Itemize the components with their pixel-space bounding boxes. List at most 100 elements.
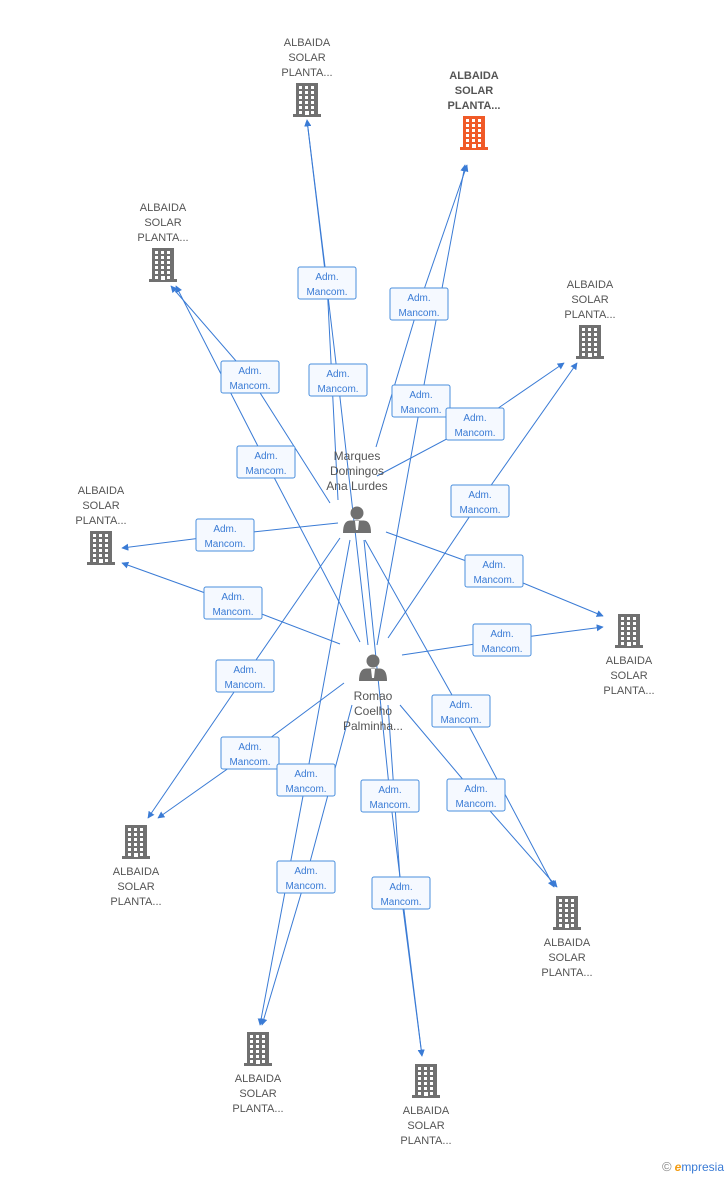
- edge-label-background: [297, 266, 357, 300]
- company-name-line: PLANTA...: [281, 67, 332, 79]
- person-name-line: Palminha...: [343, 719, 403, 733]
- company-name-line: PLANTA...: [603, 685, 654, 697]
- copyright-symbol: ©: [662, 1159, 672, 1174]
- edge-label-box[interactable]: Adm. Mancom.: [220, 360, 280, 394]
- edge-label-background: [446, 778, 506, 812]
- edge-label-line: Adm.: [468, 490, 491, 501]
- company-node[interactable]: ALBAIDASOLARPLANTA...: [110, 825, 162, 908]
- company-node[interactable]: ALBAIDASOLARPLANTA...: [232, 1032, 284, 1115]
- edge-label-box[interactable]: Adm.Mancom.: [446, 778, 506, 812]
- edge-label-box[interactable]: Adm. Mancom.: [464, 554, 524, 588]
- edge-p1-c1[interactable]: [304, 119, 339, 501]
- building-icon: [553, 896, 581, 930]
- edges-layer: [121, 119, 604, 1057]
- company-name-line: PLANTA...: [400, 1135, 451, 1147]
- edge-label-line: Adm.: [238, 366, 261, 377]
- edge-label-box[interactable]: Adm. Mancom.: [215, 659, 275, 693]
- edge-label-background: [445, 407, 505, 441]
- edge-label-background: [215, 659, 275, 693]
- edge-label-line: Adm.: [378, 785, 401, 796]
- company-node[interactable]: ALBAIDA SOLAR PLANTA...: [137, 202, 189, 282]
- edge-label-line: Adm.: [294, 769, 317, 780]
- edge-label-box[interactable]: Adm.Mancom.: [472, 623, 532, 657]
- edge-label-line: Adm.: [326, 369, 349, 380]
- company-name-line: SOLAR: [144, 217, 181, 229]
- edge-label-background: [391, 384, 451, 418]
- company-name-line: ALBAIDA: [403, 1105, 450, 1117]
- edge-label-box[interactable]: Adm.Mancom.: [236, 445, 296, 479]
- person-node[interactable]: RomaoCoelhoPalminha...: [343, 654, 403, 734]
- edge-label-box[interactable]: Adm.Mancom.: [389, 287, 449, 321]
- edge-label-line: Mancom.: [285, 881, 326, 892]
- edge-line: [304, 119, 339, 501]
- edge-label-background: [360, 779, 420, 813]
- building-icon: [576, 325, 604, 359]
- company-node[interactable]: ALBAIDASOLARPLANTA...: [564, 279, 616, 359]
- person-name-line: Marques: [334, 449, 381, 463]
- company-node[interactable]: ALBAIDASOLARPLANTA...: [448, 70, 501, 150]
- building-icon: [460, 116, 488, 150]
- company-node[interactable]: ALBAIDASOLARPLANTA...: [603, 614, 655, 697]
- edge-label-line: Mancom.: [440, 715, 481, 726]
- edge-label-box[interactable]: Adm.Mancom.: [276, 860, 336, 894]
- edge-label-box[interactable]: Adm.Mancom.: [391, 384, 451, 418]
- person-icon: [359, 654, 387, 681]
- edge-label-box[interactable]: Adm.Mancom.: [308, 363, 368, 397]
- company-node[interactable]: ALBAIDASOLARPLANTA...: [400, 1064, 452, 1147]
- edge-label-box[interactable]: Adm. Mancom.: [431, 694, 491, 728]
- edge-label-line: Mancom.: [229, 757, 270, 768]
- edge-label-box[interactable]: Adm.Mancom.: [297, 266, 357, 300]
- edge-label-line: Adm.: [389, 882, 412, 893]
- company-node[interactable]: ALBAIDASOLARPLANTA...: [541, 896, 593, 979]
- building-icon: [293, 83, 321, 117]
- company-name-line: ALBAIDA: [140, 202, 187, 214]
- company-node[interactable]: ALBAIDASOLARPLANTA...: [75, 485, 127, 565]
- brand-watermark: ©empresia: [662, 1159, 724, 1174]
- edge-label-box[interactable]: Adm.Mancom.: [371, 876, 431, 910]
- edge-label-line: Adm.: [238, 742, 261, 753]
- company-node[interactable]: ALBAIDASOLARPLANTA...: [281, 37, 333, 117]
- edge-label-box[interactable]: Adm.Mancom.: [203, 586, 263, 620]
- person-name-line: Romao: [354, 689, 393, 703]
- edge-label-background: [464, 554, 524, 588]
- person-name-line: Domingos: [330, 464, 384, 478]
- edge-label-line: Mancom.: [369, 800, 410, 811]
- edge-label-box[interactable]: Adm. Mancom.: [276, 763, 336, 797]
- edge-label-box[interactable]: Adm.Mancom.: [445, 407, 505, 441]
- person-name-line: Ana Lurdes: [326, 479, 387, 493]
- building-icon: [244, 1032, 272, 1066]
- edge-label-line: Mancom.: [229, 381, 270, 392]
- building-icon: [412, 1064, 440, 1098]
- company-name-line: ALBAIDA: [449, 70, 499, 82]
- edge-label-box[interactable]: Adm.Mancom.: [450, 484, 510, 518]
- company-name-line: SOLAR: [455, 85, 494, 97]
- company-name-line: PLANTA...: [541, 967, 592, 979]
- company-name-line: PLANTA...: [137, 232, 188, 244]
- edge-label-line: Adm.: [409, 390, 432, 401]
- edge-label-box[interactable]: Adm. Mancom.: [360, 779, 420, 813]
- edge-label-background: [195, 518, 255, 552]
- company-name-line: ALBAIDA: [113, 866, 160, 878]
- edge-label-line: Adm.: [449, 700, 472, 711]
- edge-label-line: Mancom.: [285, 784, 326, 795]
- edge-label-line: Mancom.: [306, 287, 347, 298]
- person-name-line: Coelho: [354, 704, 392, 718]
- edge-label-line: Mancom.: [473, 575, 514, 586]
- brand-name: mpresia: [681, 1160, 724, 1174]
- edge-label-line: Adm.: [233, 665, 256, 676]
- edge-label-box[interactable]: Adm. Mancom.: [220, 736, 280, 770]
- company-name-line: SOLAR: [239, 1088, 276, 1100]
- edge-label-line: Mancom.: [224, 680, 265, 691]
- edge-label-background: [389, 287, 449, 321]
- edge-label-line: Adm.: [482, 560, 505, 571]
- company-name-line: PLANTA...: [232, 1103, 283, 1115]
- edge-label-box[interactable]: Adm.Mancom.: [195, 518, 255, 552]
- edge-label-background: [220, 360, 280, 394]
- edge-label-background: [236, 445, 296, 479]
- brand-logo-initial: e: [674, 1160, 682, 1174]
- edge-label-background: [371, 876, 431, 910]
- edge-label-line: Mancom.: [245, 466, 286, 477]
- edge-label-background: [276, 763, 336, 797]
- company-name-line: ALBAIDA: [567, 279, 614, 291]
